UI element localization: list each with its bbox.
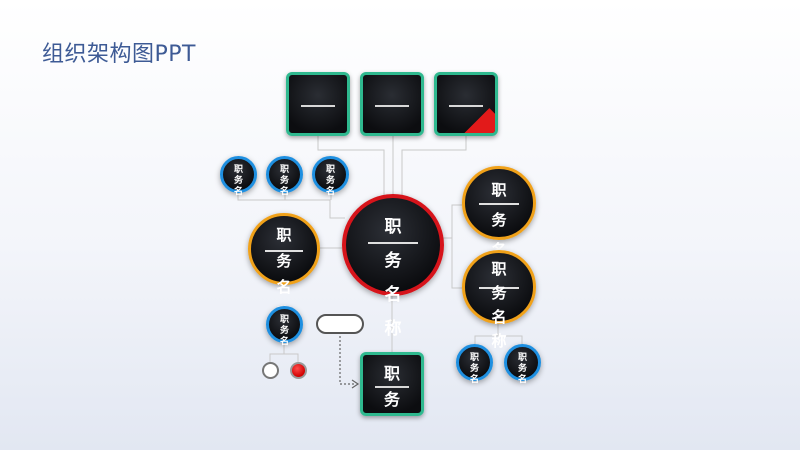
top-box-1-line <box>301 105 335 107</box>
label-char: 务 <box>279 176 289 186</box>
label-char: 称 <box>491 332 507 350</box>
label-char: 名 <box>279 337 289 347</box>
right-mid-divider <box>479 287 519 289</box>
label-char: 名 <box>279 187 289 197</box>
label-char: 职 <box>384 217 402 237</box>
label-char: 务 <box>383 390 400 409</box>
connector <box>498 335 523 345</box>
connector <box>474 322 499 345</box>
right-top-divider <box>479 203 519 205</box>
small-node-bottom-2[interactable]: 职 务 名 <box>504 344 541 385</box>
bottom-box[interactable]: 职 务 名 <box>360 352 424 416</box>
bottom-box-line <box>375 386 409 388</box>
right-top-node[interactable]: 职 务 名 称 <box>462 166 536 289</box>
arrow-head <box>351 379 360 389</box>
label-char: 职 <box>491 181 507 199</box>
connector <box>237 192 345 219</box>
label-char: 职 <box>469 353 479 363</box>
label-char: 职 <box>383 364 400 383</box>
connector <box>451 238 462 289</box>
label-char: 职 <box>233 165 243 175</box>
left-node[interactable]: 职 务 名 称 <box>248 213 320 322</box>
top-box-2[interactable] <box>360 72 424 136</box>
label-char: 名 <box>325 187 335 197</box>
right-mid-node[interactable]: 职 务 名 称 <box>462 250 536 350</box>
label-char: 务 <box>491 211 507 229</box>
center-node-divider <box>368 242 418 244</box>
grey-dot[interactable] <box>262 362 279 379</box>
label-char: 职 <box>325 165 335 175</box>
top-box-1[interactable] <box>286 72 350 136</box>
connector <box>401 136 467 195</box>
label-char: 务 <box>491 284 507 302</box>
label-char: 名 <box>233 187 243 197</box>
small-node-bottom-1[interactable]: 职 务 名 <box>456 344 493 385</box>
connector <box>269 342 285 362</box>
dotted-arrow <box>339 336 356 385</box>
label-char: 职 <box>279 315 289 325</box>
label-char: 名 <box>276 278 292 296</box>
small-node-top-3[interactable]: 职 务 名 <box>312 156 349 197</box>
top-box-3[interactable] <box>434 72 498 136</box>
label-char: 务 <box>276 252 292 270</box>
slide-title: 组织架构图PPT <box>42 42 196 67</box>
label-char: 职 <box>276 226 292 244</box>
label-char: 称 <box>384 319 402 339</box>
connector <box>442 204 462 239</box>
small-node-top-1[interactable]: 职 务 名 <box>220 156 257 197</box>
small-node-left[interactable]: 职 务 名 <box>266 306 303 347</box>
red-corner-ribbon <box>461 108 495 133</box>
center-node[interactable]: 职 务 名 称 <box>342 194 444 339</box>
label-char: 名 <box>384 285 402 305</box>
left-node-divider <box>265 250 303 252</box>
label-char: 名 <box>517 375 527 385</box>
label-char: 务 <box>325 176 335 186</box>
label-char: 务 <box>384 251 402 271</box>
connector <box>317 136 385 195</box>
label-char: 职 <box>279 165 289 175</box>
small-node-top-2[interactable]: 职 务 名 <box>266 156 303 197</box>
connector <box>284 353 299 362</box>
label-char: 务 <box>517 364 527 374</box>
label-char: 名 <box>491 308 507 326</box>
label-char: 职 <box>491 260 507 278</box>
label-char: 务 <box>469 364 479 374</box>
pill-shape[interactable] <box>316 314 364 334</box>
label-char: 名 <box>363 413 421 416</box>
label-char: 务 <box>233 176 243 186</box>
red-dot[interactable] <box>290 362 307 379</box>
label-char: 名 <box>469 375 479 385</box>
top-box-3-line <box>449 105 483 107</box>
top-box-2-line <box>375 105 409 107</box>
label-char: 务 <box>279 326 289 336</box>
label-char: 职 <box>517 353 527 363</box>
